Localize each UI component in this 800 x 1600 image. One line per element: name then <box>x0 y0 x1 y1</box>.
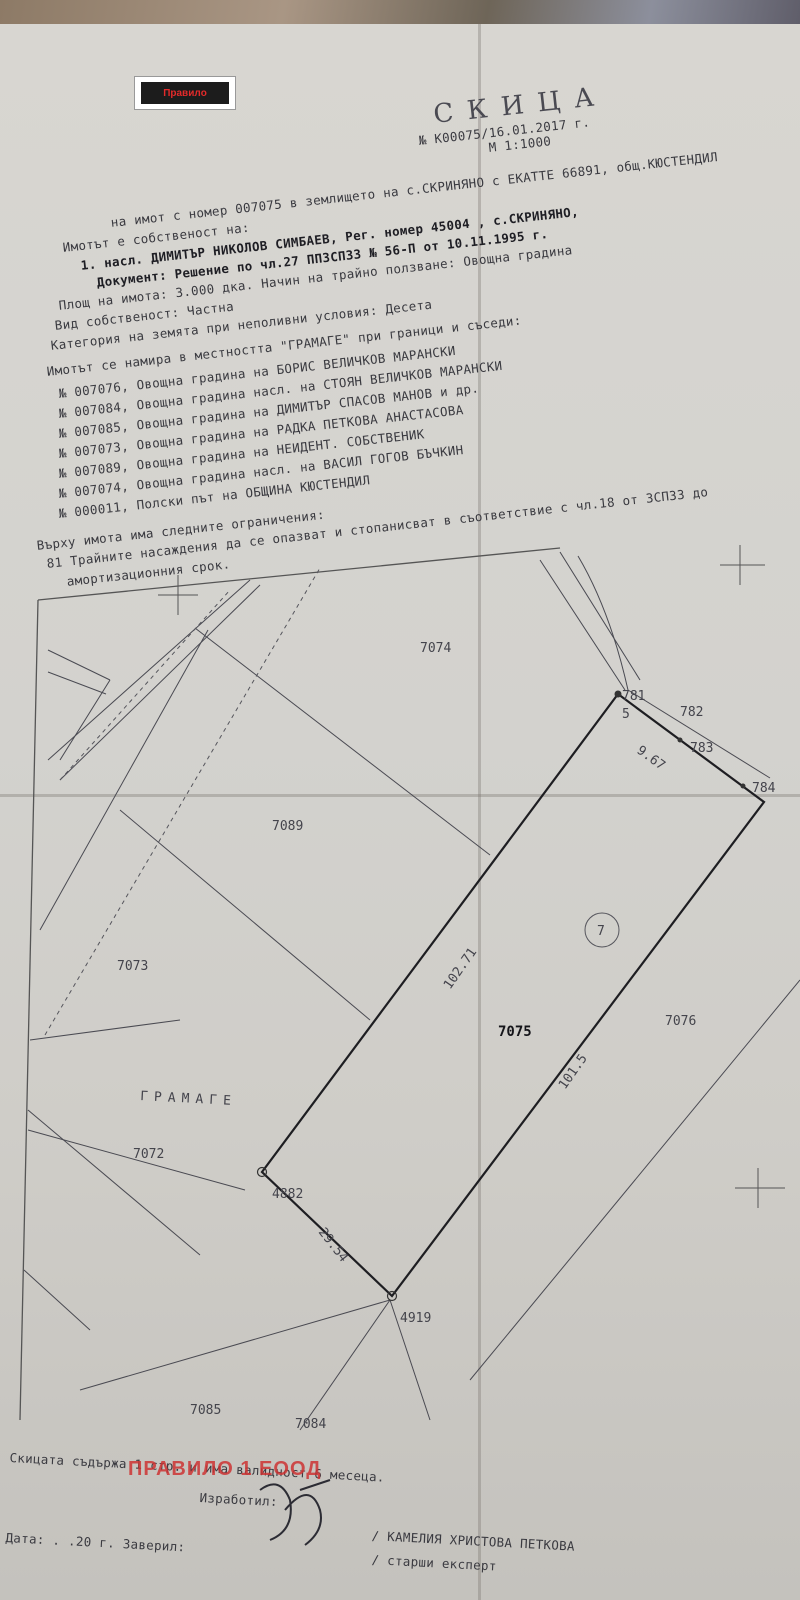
paper-fold-vertical <box>478 24 481 1600</box>
point-label-781: 781 <box>622 689 645 704</box>
paper-fold-horizontal <box>0 794 800 797</box>
survey-point <box>677 737 683 743</box>
parcel-7075-outline <box>260 692 766 1298</box>
survey-point <box>614 690 622 698</box>
parcel-label-main: 7075 <box>498 1024 532 1040</box>
length-label-5: 5 <box>622 707 630 722</box>
parcel-label-7073: 7073 <box>117 959 148 974</box>
parcel-label-7089: 7089 <box>272 819 303 834</box>
parcel-label-7074: 7074 <box>420 641 451 656</box>
sketch-document <box>0 24 800 1600</box>
parcel-label-7072: 7072 <box>133 1147 164 1162</box>
zone-circle <box>584 912 620 948</box>
survey-point <box>740 783 746 789</box>
locality-label: ГРАМАГЕ <box>140 1089 237 1109</box>
watermark: ПРАВИЛО 1 ЕООД <box>128 1458 322 1480</box>
parcel-label-7076: 7076 <box>665 1014 696 1029</box>
signature <box>259 1479 331 1546</box>
point-label-783: 783 <box>690 741 713 756</box>
survey-point <box>256 1166 268 1178</box>
length-label-9: 9.67 <box>634 743 668 774</box>
brand-logo: Правилo <box>134 76 236 110</box>
point-label-4882: 4882 <box>272 1187 303 1202</box>
length-label-102: 102.71 <box>441 945 480 992</box>
map-frame-left <box>19 599 39 1421</box>
parcel-label-7084: 7084 <box>295 1417 326 1432</box>
grid-cross <box>158 545 785 1208</box>
point-label-782: 782 <box>680 705 703 720</box>
survey-point <box>386 1290 398 1302</box>
dashed-boundaries <box>44 567 321 1036</box>
map-frame-top <box>37 547 561 601</box>
length-label-29: 29.54 <box>315 1225 351 1265</box>
zone-circle-label: 7 <box>597 924 605 939</box>
parcel-boundaries <box>23 551 800 1431</box>
parcel-label-7085: 7085 <box>190 1403 221 1418</box>
point-label-784: 784 <box>752 781 776 796</box>
brand-logo-text: Правилo <box>141 82 229 104</box>
point-label-4919: 4919 <box>400 1311 431 1326</box>
